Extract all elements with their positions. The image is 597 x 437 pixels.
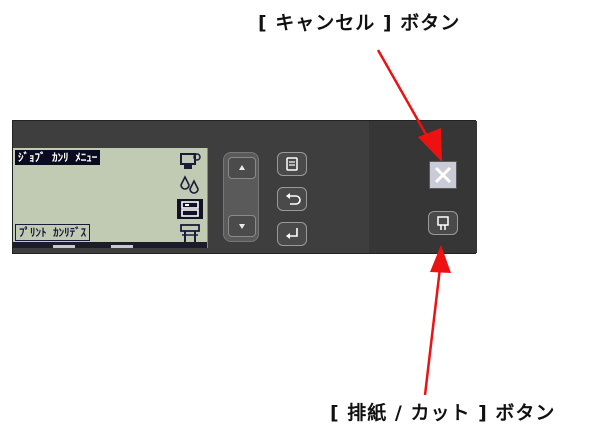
eject-cut-button-callout: [ 排紙 / カット ] ボタン [330, 402, 556, 424]
cancel-arrow-head [418, 128, 442, 162]
cancel-button-callout: [ キャンセル ] ボタン [258, 12, 461, 34]
eject-callout-arrow [423, 267, 442, 396]
ok-button[interactable] [277, 222, 307, 246]
paper-eject-icon [437, 216, 449, 230]
lcd-display: ｼﾞｮﾌﾞ ｶﾝﾘ ﾒﾆｭｰ ﾌﾟﾘﾝﾄ ｶﾝﾘﾃﾞｽ [13, 148, 208, 248]
down-arrow-icon [239, 224, 245, 229]
status-segment [53, 245, 75, 248]
down-button[interactable] [228, 215, 256, 237]
job-queue-icon [177, 199, 203, 219]
paper-stand-icon [180, 224, 200, 242]
enter-icon [286, 228, 298, 239]
panel-right-section [369, 121, 477, 253]
lcd-status-bar [13, 242, 207, 248]
status-segment [111, 245, 133, 248]
lcd-menu-title: ｼﾞｮﾌﾞ ｶﾝﾘ ﾒﾆｭｰ [15, 150, 101, 165]
ink-drops-icon [180, 175, 199, 194]
control-panel: ｼﾞｮﾌﾞ ｶﾝﾘ ﾒﾆｭｰ ﾌﾟﾘﾝﾄ ｶﾝﾘﾃﾞｽ [12, 120, 477, 254]
up-arrow-icon [239, 165, 245, 170]
up-button[interactable] [228, 157, 256, 179]
cancel-callout-arrow [376, 49, 434, 146]
cancel-button[interactable] [429, 161, 457, 189]
lcd-selected-item: ﾌﾟﾘﾝﾄ ｶﾝﾘﾃﾞｽ [15, 224, 91, 241]
back-button[interactable] [277, 187, 307, 211]
close-icon [434, 166, 452, 184]
printer-icon [180, 153, 201, 169]
menu-icon [286, 157, 298, 171]
eject-arrow-head [430, 245, 451, 273]
back-arrow-icon [286, 193, 301, 205]
navigation-pad [223, 152, 259, 242]
menu-button[interactable] [277, 152, 307, 176]
lcd-icon-column [177, 151, 205, 247]
eject-cut-button[interactable] [428, 211, 458, 235]
